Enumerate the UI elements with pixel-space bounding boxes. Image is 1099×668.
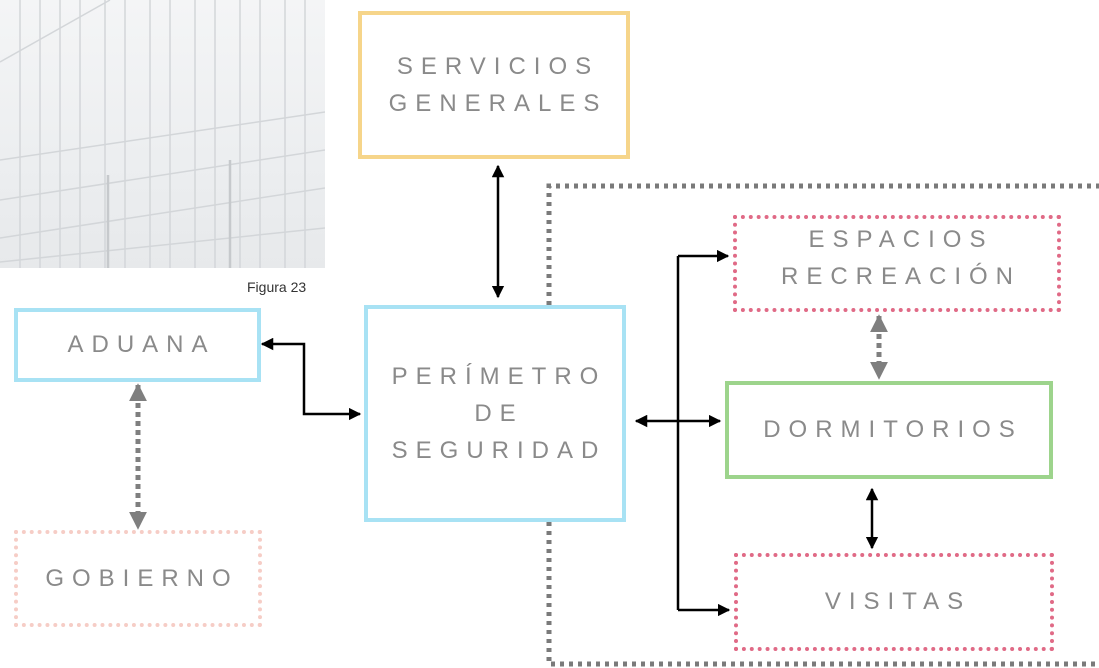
node-dormitorios: DORMITORIOS	[725, 381, 1053, 479]
node-aduana: ADUANA	[14, 308, 261, 382]
node-visitas-label: VISITAS	[824, 588, 972, 616]
node-perimetro-line2: DE	[474, 399, 524, 427]
node-perimetro-seguridad: PERÍMETRO DE SEGURIDAD	[364, 305, 626, 522]
node-espacios-line1: ESPACIOS	[808, 226, 994, 253]
node-servicios-generales-line1: SERVICIOS	[396, 52, 600, 80]
node-visitas: VISITAS	[734, 553, 1054, 651]
node-gobierno: GOBIERNO	[14, 530, 262, 627]
node-perimetro-line3: SEGURIDAD	[391, 437, 607, 465]
group-frame-lower	[546, 522, 1099, 667]
node-espacios-line2: RECREACIÓN	[780, 263, 1022, 291]
node-aduana-label: ADUANA	[67, 331, 216, 359]
node-gobierno-label: GOBIERNO	[45, 564, 239, 592]
group-frame	[546, 183, 1099, 305]
node-servicios-generales: SERVICIOS GENERALES	[358, 11, 630, 159]
node-servicios-generales-line2: GENERALES	[388, 90, 608, 117]
node-espacios-recreacion: ESPACIOS RECREACIÓN	[733, 215, 1061, 312]
node-perimetro-line1: PERÍMETRO	[391, 362, 607, 390]
edge-aduana-perimetro	[260, 337, 362, 421]
node-dormitorios-label: DORMITORIOS	[763, 416, 1023, 444]
building-photo	[0, 0, 325, 268]
figure-caption: Figura 23	[247, 279, 307, 295]
